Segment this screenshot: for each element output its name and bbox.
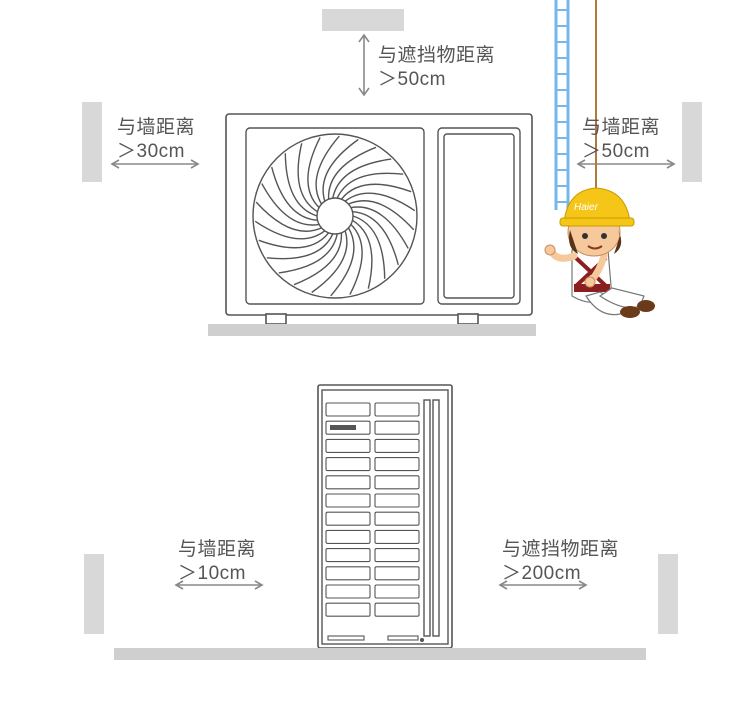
- worker-icon: Haier: [544, 0, 655, 318]
- label-value: ＞200cm: [502, 563, 582, 584]
- top-obstacle-clearance-label: 与遮挡物距离 ＞50cm: [378, 44, 495, 92]
- unit-base-vent: [327, 635, 365, 641]
- helmet-brand-text: Haier: [574, 202, 599, 213]
- vent-slot: [374, 420, 420, 435]
- fan-blade: [327, 146, 377, 200]
- label-value: ＞30cm: [117, 141, 185, 162]
- vent-slot: [325, 548, 371, 563]
- label-line: 与墙距离: [117, 117, 196, 138]
- fan-blade: [266, 233, 334, 260]
- vent-slot: [374, 602, 420, 617]
- label-line: 与遮挡物距离: [378, 45, 496, 66]
- unit-logo-mark: [330, 425, 356, 430]
- vent-slot: [374, 402, 420, 417]
- fan-blade: [271, 166, 318, 221]
- fan-blade: [349, 223, 363, 295]
- fan-blade: [330, 227, 355, 297]
- fan-blade: [344, 192, 416, 212]
- label-value: ＞50cm: [378, 69, 446, 90]
- vent-slot: [374, 475, 420, 490]
- vent-slot: [325, 529, 371, 544]
- vent-slot: [325, 402, 371, 417]
- fan-blade: [278, 233, 338, 274]
- label-value: ＞50cm: [582, 141, 650, 162]
- fan-blade: [297, 143, 318, 213]
- vent-slot: [374, 584, 420, 599]
- top-obstacle: [322, 9, 404, 31]
- top-right-wall-clearance-label: 与墙距离 ＞50cm: [582, 116, 660, 164]
- right-obstacle-bottom: [658, 554, 678, 634]
- vent-slot: [374, 511, 420, 526]
- fan-blade: [322, 138, 359, 202]
- label-value: ＞10cm: [178, 563, 246, 584]
- left-clearance-arrow-top: [110, 159, 200, 169]
- fan-blade: [311, 230, 348, 294]
- unit-base-vent: [387, 635, 419, 641]
- fan-blade: [255, 201, 322, 232]
- vent-slot: [374, 438, 420, 453]
- vent-slot: [325, 511, 371, 526]
- vent-slot: [325, 475, 371, 490]
- label-line: 与遮挡物距离: [502, 539, 620, 560]
- vent-slot: [325, 493, 371, 508]
- vent-slot: [325, 438, 371, 453]
- vent-slot: [325, 584, 371, 599]
- fan-blade: [336, 172, 404, 199]
- fan-blade: [293, 232, 343, 286]
- left-wall-bottom: [84, 554, 104, 634]
- left-wall-top: [82, 102, 102, 182]
- fan-blade: [258, 232, 330, 249]
- fan-hub: [316, 197, 354, 235]
- top-left-wall-clearance-label: 与墙距离 ＞30cm: [117, 116, 195, 164]
- right-wall-top: [682, 102, 702, 182]
- fan-blade: [340, 183, 412, 200]
- left-clearance-arrow-bottom: [174, 580, 264, 590]
- vent-slot: [374, 566, 420, 581]
- fan-blade: [254, 220, 326, 240]
- vent-slot: [374, 548, 420, 563]
- vent-slot: [374, 529, 420, 544]
- vent-slot: [374, 493, 420, 508]
- fan-icon: [252, 133, 418, 299]
- label-line: 与墙距离: [582, 117, 661, 138]
- fan-blade: [307, 137, 321, 209]
- label-line: 与墙距离: [178, 539, 257, 560]
- outdoor-unit-bottom: [317, 384, 453, 649]
- right-clearance-arrow-top: [576, 159, 676, 169]
- ladder-icon: [554, 0, 570, 210]
- fan-blade: [332, 158, 392, 199]
- outdoor-unit-top: [225, 113, 533, 325]
- ground-bottom: [114, 648, 646, 660]
- bottom-left-wall-clearance-label: 与墙距离 ＞10cm: [178, 538, 256, 586]
- top-clearance-arrow: [358, 33, 370, 97]
- fan-blade: [352, 215, 386, 279]
- ground-top: [208, 324, 536, 336]
- fan-blade: [284, 153, 318, 217]
- bottom-right-obstacle-clearance-label: 与遮挡物距离 ＞200cm: [502, 538, 619, 586]
- vent-slot: [325, 457, 371, 472]
- unit-indicator: [420, 638, 424, 642]
- fan-blade: [352, 219, 373, 289]
- fan-blade: [350, 206, 409, 249]
- fan-blade: [352, 211, 399, 266]
- vent-slot: [374, 457, 420, 472]
- fan-blade: [261, 183, 320, 226]
- fan-blade: [315, 135, 340, 205]
- vent-slot: [325, 566, 371, 581]
- fan-blade: [348, 200, 415, 231]
- fan-guard: [252, 133, 418, 299]
- vent-slot: [325, 602, 371, 617]
- right-clearance-arrow-bottom: [498, 580, 588, 590]
